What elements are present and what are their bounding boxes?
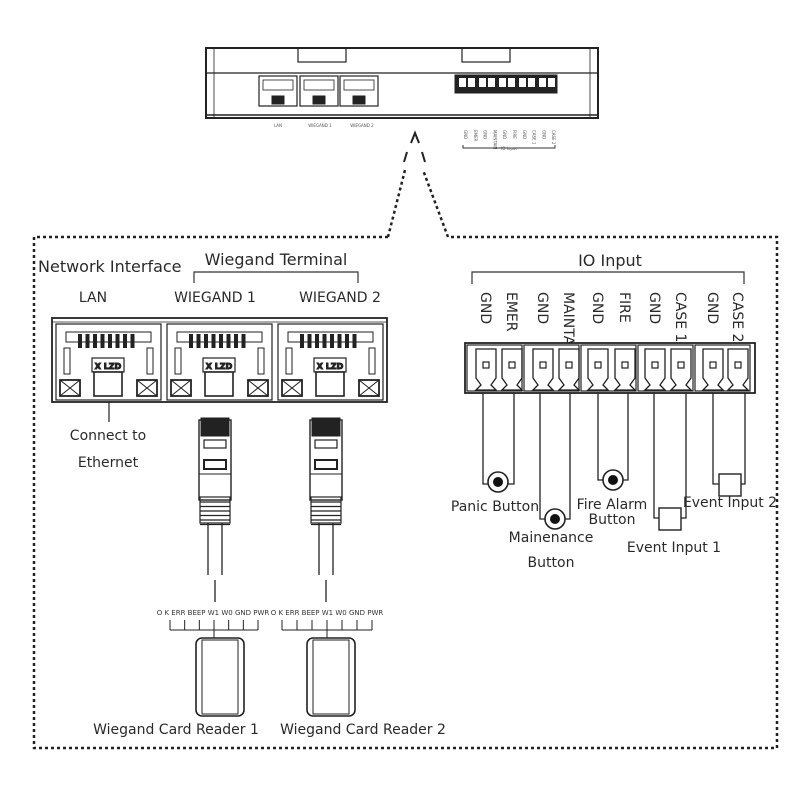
io-terminal (726, 348, 750, 391)
wiegand-2-plug (309, 417, 343, 602)
maintenance-button-icon (544, 508, 566, 530)
device-io-group-label: IO Input (501, 146, 517, 151)
connect-to-label: Connect to (70, 428, 146, 444)
wiegand-2-label: WIEGAND 2 (299, 290, 381, 306)
io-terminal-label: GND (646, 292, 662, 324)
io-terminal (474, 348, 498, 391)
io-terminal-label: CASE 2 (729, 292, 745, 342)
device-io-pin-label: GND (522, 130, 527, 139)
device-label-wiegand-1: WIEGAND 1 (308, 123, 332, 128)
io-terminal-label: GND (477, 292, 493, 324)
io-terminal (701, 348, 725, 391)
device-io-pin-label: GND (463, 130, 468, 139)
maintenance-button-label-2: Button (528, 555, 575, 571)
port-led-icon (136, 379, 158, 397)
card-reader-2 (306, 637, 356, 717)
event-input-2-label: Event Input 2 (683, 495, 777, 511)
ethernet-label: Ethernet (78, 455, 139, 471)
rj45-port: X LZD (55, 323, 162, 401)
io-terminal (643, 348, 667, 391)
fire-alarm-label-1: Fire Alarm (577, 497, 648, 513)
fire-alarm-label-2: Button (589, 512, 636, 528)
wiegand-pin-comb-2 (281, 620, 373, 638)
wiegand-1-pin-labels: O K ERR BEEP W1 W0 GND PWR (157, 609, 270, 617)
port-led-icon (170, 379, 192, 397)
port-led-icon (281, 379, 303, 397)
panic-button-icon (487, 471, 509, 493)
event-input-1-icon (658, 507, 682, 531)
io-terminal (586, 348, 610, 391)
io-terminal-label: GND (704, 292, 720, 324)
wiegand-bracket (193, 271, 359, 283)
card-reader-1 (195, 637, 245, 717)
device-io-terminals (454, 74, 558, 94)
device-io-labels: GND EMER GND MAINTAIN GND FIRE GND CASE 1 GND CAS… (463, 130, 556, 149)
fire-alarm-button-icon (602, 469, 624, 491)
wiegand-1-label: WIEGAND 1 (174, 290, 256, 306)
card-reader-2-label: Wiegand Card Reader 2 (280, 722, 446, 738)
io-terminal (557, 348, 581, 391)
device-io-pin-label: FIRE (512, 130, 517, 139)
io-terminal-label: GND (589, 292, 605, 324)
rj45-port: X LZD (277, 323, 384, 401)
io-terminal (500, 348, 524, 391)
maintenance-button-label-1: Mainenance (509, 530, 594, 546)
detail-frame (32, 235, 779, 750)
device-io-pin-label: GND (502, 130, 507, 139)
io-terminal-label: CASE 1 (672, 292, 688, 342)
device-overview (205, 47, 599, 119)
event-input-1-label: Event Input 1 (627, 540, 721, 556)
rj45-port-block: X LZD X LZD X LZD (51, 317, 388, 403)
device-io-pin-label: MAINTAIN (492, 130, 497, 149)
io-terminal (613, 348, 637, 391)
wiegand-pin-comb-1 (169, 620, 259, 638)
io-terminal-block (464, 342, 756, 394)
card-reader-1-label: Wiegand Card Reader 1 (93, 722, 259, 738)
wiegand-2-pin-labels: O K ERR BEEP W1 W0 GND PWR (271, 609, 384, 617)
svg-text:X LZD: X LZD (206, 362, 233, 371)
port-led-icon (358, 379, 380, 397)
device-io-pin-label: CASE 2 (551, 130, 556, 145)
device-io-pin-label: GND (483, 130, 488, 139)
io-terminal (531, 348, 555, 391)
io-terminal (669, 348, 693, 391)
device-label-wiegand-2: WIEGAND 2 (350, 123, 374, 128)
io-terminal-label: GND (534, 292, 550, 324)
device-io-pin-label: EMER (473, 130, 478, 142)
device-rj45-ports (258, 75, 379, 107)
io-input-title: IO Input (578, 251, 642, 270)
panic-button-label: Panic Button (451, 499, 539, 515)
callout-pointer (386, 169, 450, 238)
io-terminal-label: EMER (503, 292, 519, 332)
rj45-port: X LZD (166, 323, 273, 401)
device-io-pin-label: CASE 1 (532, 130, 537, 145)
svg-text:X LZD: X LZD (317, 362, 344, 371)
lan-label: LAN (79, 290, 107, 306)
io-terminal-label: FIRE (616, 292, 632, 323)
device-io-pin-label: GND (541, 130, 546, 139)
wiegand-terminal-title: Wiegand Terminal (205, 250, 348, 269)
svg-text:X LZD: X LZD (95, 362, 122, 371)
device-label-lan: LAN (274, 123, 282, 128)
port-led-icon (59, 379, 81, 397)
wiegand-1-plug (198, 417, 232, 602)
io-bracket (471, 271, 745, 284)
port-led-icon (247, 379, 269, 397)
network-interface-title: Network Interface (38, 257, 182, 276)
callout-tip-icon (410, 130, 420, 144)
event-input-2-icon (718, 473, 742, 497)
